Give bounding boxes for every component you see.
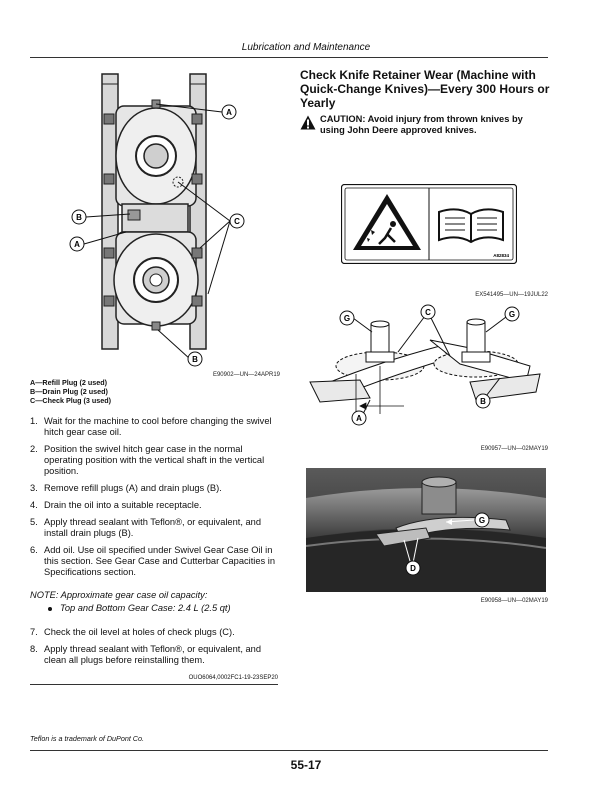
- safety-sign: A82834: [341, 184, 517, 264]
- procedure-steps-continued: 7.Check the oil level at holes of check …: [30, 627, 280, 672]
- left-column-end-rule: [30, 684, 278, 685]
- figure3-caption: E90958—UN—02MAY19: [480, 598, 548, 604]
- figure1-caption: E90902—UN—24APR19: [212, 372, 280, 378]
- safety-sign-caption: EX541495—UN—19JUL22: [475, 292, 548, 298]
- capacity-note: NOTE: Approximate gear case oil capacity…: [30, 590, 208, 600]
- document-id: OUO6064,0002FC1-19-23SEP20: [188, 675, 278, 681]
- thrown-object-warning-icon: [353, 194, 421, 250]
- step-5: 5.Apply thread sealant with Teflon®, or …: [30, 517, 262, 538]
- step-2: 2.Position the swivel hitch gear case in…: [30, 444, 265, 476]
- footer-rule: [30, 750, 548, 751]
- figure-knife-retainer-drawing: G C G B A: [309, 304, 541, 426]
- procedure-steps: 1.Wait for the machine to cool before ch…: [30, 416, 280, 584]
- step-6: 6.Add oil. Use oil specified under Swive…: [30, 545, 275, 577]
- section-heading: Check Knife Retainer Wear (Machine with …: [300, 68, 550, 110]
- figure-knife-retainer-photo: G D: [306, 468, 546, 592]
- figure1-callout-a-2: A: [74, 240, 80, 249]
- figure1-callout-a: A: [226, 108, 232, 117]
- figure2-callout-b: B: [480, 397, 486, 406]
- legend-item-check-plug: C—Check Plug (3 used): [30, 396, 112, 405]
- legend-item-refill-plug: A—Refill Plug (2 used): [30, 378, 108, 387]
- warning-triangle-icon: [300, 115, 316, 130]
- figure2-callout-g: G: [344, 314, 350, 323]
- running-header: Lubrication and Maintenance: [241, 42, 371, 53]
- safety-sign-code: A82834: [493, 253, 509, 258]
- read-manual-icon: [438, 208, 504, 244]
- step-8: 8.Apply thread sealant with Teflon®, or …: [30, 644, 262, 665]
- figure-swivel-gear-case: A B A C B: [30, 64, 280, 370]
- header-rule: [30, 57, 548, 58]
- figure2-callout-a: A: [356, 414, 362, 423]
- page-number: 55-17: [290, 758, 322, 772]
- figure2-callout-c: C: [425, 308, 431, 317]
- step-1: 1.Wait for the machine to cool before ch…: [30, 416, 272, 437]
- figure1-callout-c: C: [234, 217, 240, 226]
- figure1-callout-b: B: [76, 213, 82, 222]
- figure3-callout-g: G: [479, 516, 485, 525]
- trademark-footnote: Teflon is a trademark of DuPont Co.: [30, 734, 144, 743]
- step-3: 3.Remove refill plugs (A) and drain plug…: [30, 483, 222, 493]
- legend-item-drain-plug: B—Drain Plug (2 used): [30, 387, 108, 396]
- step-7: 7.Check the oil level at holes of check …: [30, 627, 235, 637]
- figure3-callout-d: D: [410, 564, 416, 573]
- caution-text: CAUTION: Avoid injury from thrown knives…: [320, 114, 523, 135]
- step-4: 4.Drain the oil into a suitable receptac…: [30, 500, 202, 510]
- figure1-callout-b-2: B: [192, 355, 198, 364]
- capacity-bullet: Top and Bottom Gear Case: 2.4 L (2.5 qt): [48, 603, 231, 613]
- figure2-caption: E90957—UN—02MAY19: [480, 446, 548, 452]
- figure2-callout-g-2: G: [509, 310, 515, 319]
- figure1-legend: A—Refill Plug (2 used) B—Drain Plug (2 u…: [30, 378, 111, 405]
- bullet-icon: [48, 606, 52, 611]
